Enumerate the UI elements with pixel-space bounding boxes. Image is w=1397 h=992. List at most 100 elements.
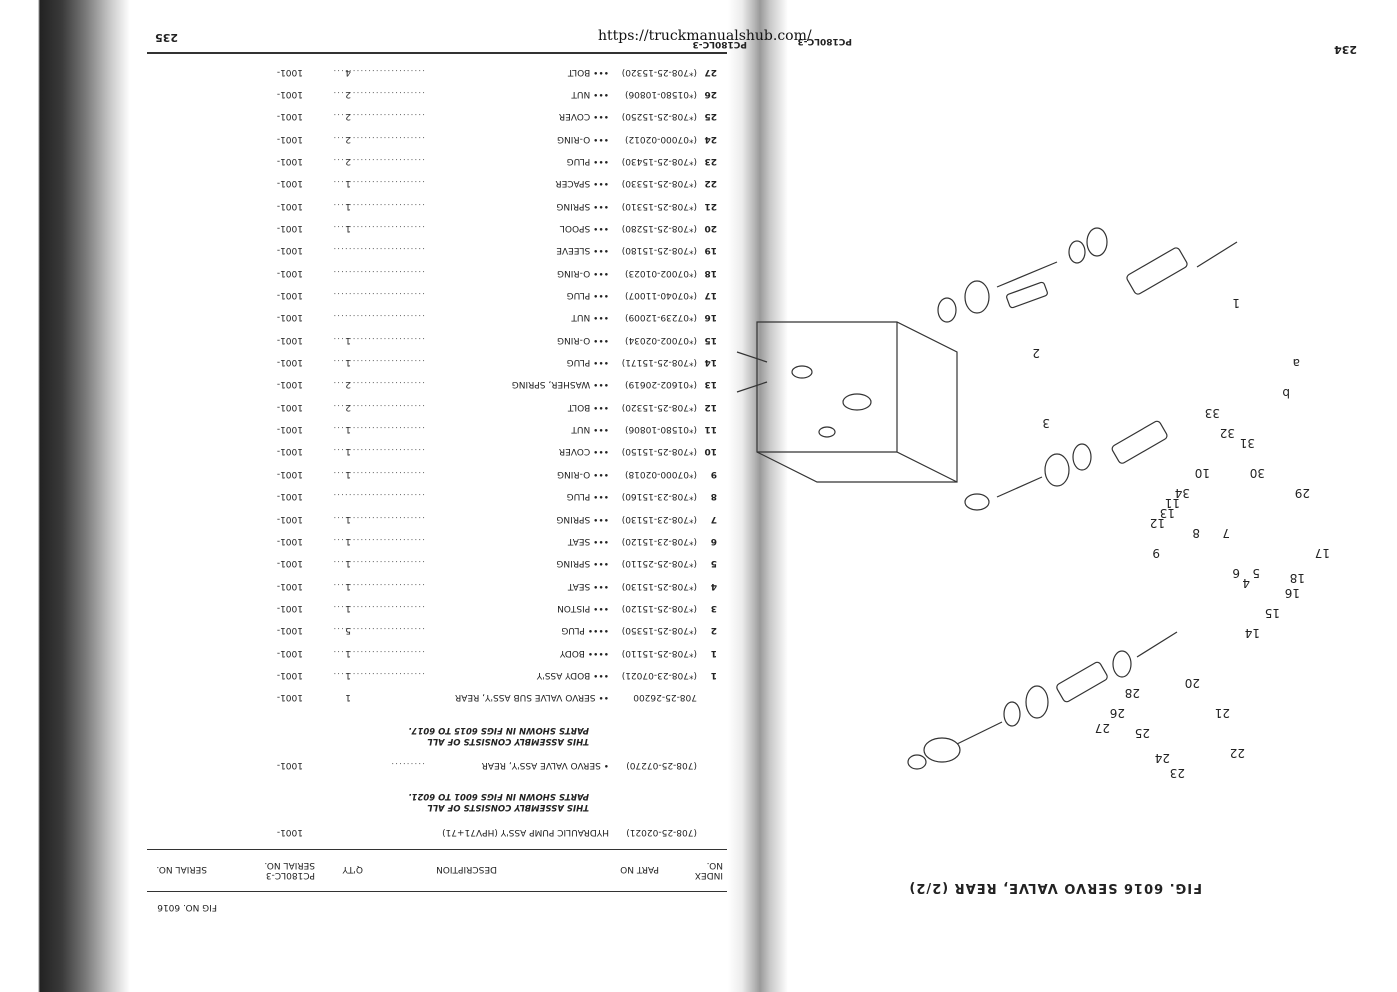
- dot-leader: ........................: [332, 66, 425, 77]
- serial-cell: 1001-: [276, 155, 303, 166]
- serial-cell: 1001-: [276, 267, 303, 278]
- spool-body: [1126, 247, 1188, 295]
- part-number-cell: (*708-25-15110): [621, 647, 697, 658]
- serial-cell: 1001-: [276, 602, 303, 613]
- part-number-cell: (*07239-12009): [624, 312, 697, 323]
- serial-cell: 1001-: [276, 379, 303, 390]
- description-cell: •••• BODY: [559, 647, 609, 658]
- callout-label: 5: [1252, 566, 1260, 580]
- dot-leader: ........................: [332, 245, 425, 256]
- callout-label: 8: [1192, 526, 1200, 540]
- callout-label: 3: [1042, 416, 1050, 430]
- part-number-cell: (*708-25-15180): [621, 245, 697, 256]
- description-cell: ••• O-RING: [557, 267, 609, 278]
- dot-leader: ........................: [332, 558, 425, 569]
- header-rule: [147, 52, 727, 54]
- part-number-cell: (*708-23-07021): [621, 670, 697, 680]
- callout-label: 13: [1159, 506, 1175, 520]
- col-description: DESCRIPTION: [436, 864, 497, 874]
- dot-leader: ........................: [332, 401, 425, 412]
- dot-leader: ........................: [332, 379, 425, 390]
- description-cell: ••• COVER: [558, 446, 609, 457]
- part-number-cell: (*708-23-15160): [621, 491, 697, 502]
- part-number-cell: (*07002-02034): [624, 334, 697, 345]
- part-number-cell: (*708-25-15320): [621, 401, 697, 412]
- part-number-cell: (*708-25-15320): [621, 66, 697, 77]
- serial-cell: 1001-: [276, 647, 303, 658]
- dot-leader: ........................: [332, 647, 425, 658]
- index-cell: 27: [704, 66, 717, 77]
- serial-cell: 1001-: [276, 513, 303, 524]
- gutter-shadow: [728, 0, 788, 992]
- callout-label: 7: [1222, 526, 1230, 540]
- description-cell: •••• PLUG: [561, 625, 609, 636]
- callout-label: 27: [1094, 721, 1110, 735]
- dot-leader: ........................: [332, 155, 425, 166]
- dot-leader: ........................: [332, 535, 425, 546]
- exploded-view-diagram: [736, 227, 1238, 770]
- serial-cell: 1001-: [276, 580, 303, 591]
- callout-label: 20: [1184, 676, 1200, 690]
- col-qty: Q'TY: [342, 864, 363, 874]
- description-cell: ••• NUT: [571, 312, 609, 323]
- callout-label: 22: [1229, 746, 1245, 760]
- dot-leader: ........................: [332, 133, 425, 144]
- callout-label: 1: [1232, 296, 1240, 310]
- callout-label: 10: [1194, 466, 1210, 480]
- serial-cell: 1001-: [276, 200, 303, 211]
- description-cell: ••• O-RING: [557, 468, 609, 479]
- serial-cell: 1001-: [276, 245, 303, 256]
- part-number-cell: (*708-25-15310): [621, 200, 697, 211]
- dot-leader: ........................: [332, 357, 425, 368]
- callout-label: 14: [1244, 626, 1260, 640]
- serial-cell: 1001-: [276, 178, 303, 189]
- description-cell: ••• SPRING: [556, 200, 609, 211]
- description-cell: ••• O-RING: [557, 334, 609, 345]
- dot-leader: ........................: [332, 200, 425, 211]
- serial-cell: 1001-: [276, 312, 303, 323]
- callout-label: 26: [1109, 706, 1125, 720]
- part-number-cell: (*708-25-15430): [621, 155, 697, 166]
- description-cell: ••• PLUG: [566, 491, 609, 502]
- description-cell: ••• SLEEVE: [556, 245, 609, 256]
- part-number-cell: (*708-23-15130): [621, 513, 697, 524]
- description-cell: ••• PLUG: [566, 357, 609, 368]
- dot-leader: ........................: [332, 334, 425, 345]
- dot-leader: ........................: [332, 88, 425, 99]
- dot-leader: ........................: [332, 223, 425, 233]
- part-number-cell: (*07002-01023): [624, 267, 697, 278]
- serial-cell: 1001-: [276, 111, 303, 122]
- description-cell: ••• SEAT: [567, 580, 609, 591]
- page-number-left: 235: [155, 31, 178, 44]
- callout-label: 21: [1214, 706, 1230, 720]
- callout-label: 2: [1032, 346, 1040, 360]
- col-index: INDEX NO.: [694, 860, 723, 880]
- dot-leader: ........................: [332, 513, 425, 524]
- dot-leader: ........................: [332, 111, 425, 122]
- callout-label: a: [1292, 356, 1300, 370]
- description-cell: ••• PISTON: [557, 602, 609, 613]
- serial-cell: 1001-: [276, 424, 303, 435]
- serial-cell: 1001-: [276, 625, 303, 636]
- serial-cell: 1001-: [276, 334, 303, 345]
- page-number-right: 234: [1334, 43, 1357, 56]
- valve-housing: [756, 321, 958, 483]
- part-number-cell: (*07040-11007): [624, 290, 697, 301]
- callout-label: 32: [1219, 426, 1235, 440]
- serial-cell: 1001-: [276, 290, 303, 301]
- description-cell: ••• SPRING: [556, 513, 609, 524]
- column-header-top-rule: [147, 891, 727, 892]
- description-cell: ••• SEAT: [567, 535, 609, 546]
- dot-leader: ........................: [332, 670, 425, 680]
- description-cell: ••• BODY ASS'Y: [536, 670, 609, 680]
- description-cell: ••• COVER: [558, 111, 609, 122]
- description-cell: ••• O-RING: [557, 133, 609, 144]
- callout-label: 29: [1294, 486, 1310, 500]
- dot-leader: ........................: [332, 468, 425, 479]
- col-part-no: PART NO: [620, 864, 659, 874]
- callout-label: 4: [1242, 576, 1250, 590]
- part-number-cell: (*01602-20619): [624, 379, 697, 390]
- description-cell: ••• NUT: [571, 424, 609, 435]
